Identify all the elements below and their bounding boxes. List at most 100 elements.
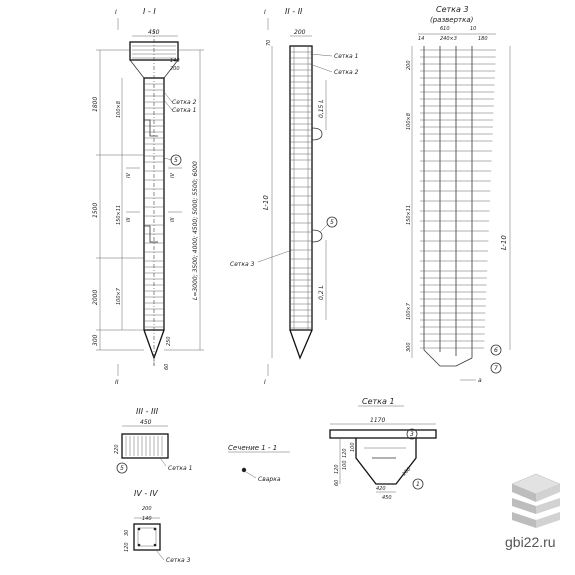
setka3-dim-300: 300 xyxy=(406,342,412,352)
view1-dim-2000: 2000 xyxy=(92,290,99,305)
section-title-1-1: I - I xyxy=(143,7,156,16)
section-title-4-4: IV - IV xyxy=(134,489,158,498)
setka1-width: 1170 xyxy=(370,417,385,424)
pile-side-tip xyxy=(289,329,313,360)
sec3-width: 450 xyxy=(140,419,152,426)
view1-small-140: 140 xyxy=(170,58,180,64)
view2-callout-5-text: 5 xyxy=(330,219,334,226)
sec4-width-200: 200 xyxy=(142,506,152,512)
setka3-dim-100x8: 100×8 xyxy=(406,113,412,130)
setka3-callout-6 xyxy=(490,344,502,356)
cut-label-svarka: Сварка xyxy=(258,476,281,483)
sec3-label-setka1: Сетка 1 xyxy=(168,465,192,472)
view2-dim-upper: 0,15 L xyxy=(318,99,325,118)
setka3-length: L-10 xyxy=(500,235,508,250)
setka3-dim-14: 14 xyxy=(418,36,424,42)
setka3-dim-100x7: 100×7 xyxy=(406,302,412,320)
section-3-3: III - III 450 220 5 Сетка 1 xyxy=(114,407,192,474)
view2-callout-5 xyxy=(326,216,338,228)
sec3-bars xyxy=(125,436,163,456)
pile-side-shaft xyxy=(289,45,313,331)
view1-small-250: 250 xyxy=(166,336,172,346)
view1-dim-300: 300 xyxy=(92,334,99,346)
setka3-dim-150x11: 150×11 xyxy=(406,205,412,225)
sec4-dim-120: 120 xyxy=(124,542,130,552)
view1-callout-5-text: 5 xyxy=(174,157,178,164)
view1-callout-5 xyxy=(170,154,182,166)
view2-bottom-mark: I xyxy=(264,379,266,386)
view2-top-mark: I xyxy=(264,9,266,16)
setka3-dim-10: 10 xyxy=(470,26,476,32)
site-logo-icon xyxy=(511,473,561,528)
setka1-dim-120b: 120 xyxy=(342,448,348,458)
setka3-dim-200: 200 xyxy=(406,60,412,70)
setka1-dim-100: 100 xyxy=(342,460,348,470)
view1-bottom-small: 60 xyxy=(164,364,170,370)
view2-label-setka2: Сетка 2 xyxy=(334,69,359,76)
setka3-callout-6-text: 6 xyxy=(494,347,498,354)
view-section-2-2: II - II 200 70 I Сетка 1 Сетка 2 0,15 L … xyxy=(230,7,359,386)
setka3-subtitle: (развертка) xyxy=(430,16,474,24)
cut-title: Сечение 1 - 1 xyxy=(228,444,277,452)
setka3-callout-7-text: 7 xyxy=(494,365,498,372)
setka1-callout-1 xyxy=(412,478,424,490)
setka1-dim-60: 60 xyxy=(334,480,340,486)
setka1-detail: Сетка 1 1170 3 1 60 120 100 120 100 420 … xyxy=(329,397,437,501)
view1-bottom-mark: II xyxy=(115,379,119,386)
view1-top-mark: I xyxy=(115,9,117,16)
setka1-dim-450: 450 xyxy=(382,495,392,501)
setka1-dim-420: 420 xyxy=(376,486,386,492)
setka3-title: Сетка 3 xyxy=(436,5,469,14)
setka3-dim-240x3: 240×3 xyxy=(440,36,457,42)
view1-inner-dim-1: 100×8 xyxy=(116,101,122,118)
view2-length: L-10 xyxy=(262,195,270,210)
section-4-4: IV - IV 200 140 30 120 Сетка 3 xyxy=(124,489,191,564)
pile-tip xyxy=(143,329,165,360)
view1-length-note: L=3000; 3500; 4000; 4500; 5000; 5500; 60… xyxy=(192,161,199,300)
view2-top-width: 200 xyxy=(294,29,306,36)
sec4-label-setka3: Сетка 3 xyxy=(166,557,191,564)
view2-dim-lower: 0,2 L xyxy=(318,285,325,300)
setka1-dim-100b: 100 xyxy=(350,442,356,452)
stirrups-view2 xyxy=(290,51,312,329)
sec3-height: 220 xyxy=(114,444,120,454)
view1-small-200: 200 xyxy=(170,66,180,72)
view1-label-setka1: Сетка 1 xyxy=(172,107,196,114)
view2-top-dim: 70 xyxy=(266,40,272,46)
section-title-2-2: II - II xyxy=(285,7,303,16)
cut-1-1: Сечение 1 - 1 Сварка xyxy=(228,444,290,483)
site-watermark-text: gbi22.ru xyxy=(505,534,556,550)
section-title-3-3: III - III xyxy=(136,407,159,416)
view1-mark-iii-left: III xyxy=(126,217,132,222)
setka1-shape xyxy=(355,438,417,485)
setka1-title: Сетка 1 xyxy=(362,397,395,406)
view2-label-setka3: Сетка 3 xyxy=(230,261,255,268)
view1-inner-dim-3: 100×7 xyxy=(116,287,122,305)
sec4-outline xyxy=(133,523,161,551)
view-setka3: Сетка 3 (развертка) 610 10 14 240×3 180 … xyxy=(406,5,511,384)
view-section-1-1: I - I I 450 1800 1500 2000 300 xyxy=(92,7,204,386)
sec3-callout-5 xyxy=(116,462,128,474)
view2-label-setka1: Сетка 1 xyxy=(334,53,358,60)
sec3-callout-5-text: 5 xyxy=(120,465,124,472)
setka1-dim-120: 120 xyxy=(334,464,340,474)
weld-point-icon xyxy=(241,467,247,473)
setka1-top-bar xyxy=(329,429,437,439)
setka3-dim-180: 180 xyxy=(478,36,488,42)
view1-inner-dim-2: 150×11 xyxy=(116,205,122,225)
view1-label-setka2: Сетка 2 xyxy=(172,99,197,106)
view1-dim-1500: 1500 xyxy=(92,203,99,218)
view1-mark-iii-right: III xyxy=(170,217,176,222)
sec3-outline xyxy=(121,433,169,459)
setka3-callout-7 xyxy=(490,362,502,374)
setka3-transverse-bars xyxy=(420,49,496,349)
setka3-dim-610: 610 xyxy=(440,26,450,32)
setka1-dim-angled: 100 xyxy=(401,466,412,477)
setka1-callout-3-text: 3 xyxy=(410,431,414,438)
view1-dim-1800: 1800 xyxy=(92,97,99,112)
sec4-width-140: 140 xyxy=(142,516,152,522)
setka1-callout-3 xyxy=(406,428,418,440)
setka1-callout-1-text: 1 xyxy=(416,481,420,488)
sec4-dim-30: 30 xyxy=(124,530,130,536)
